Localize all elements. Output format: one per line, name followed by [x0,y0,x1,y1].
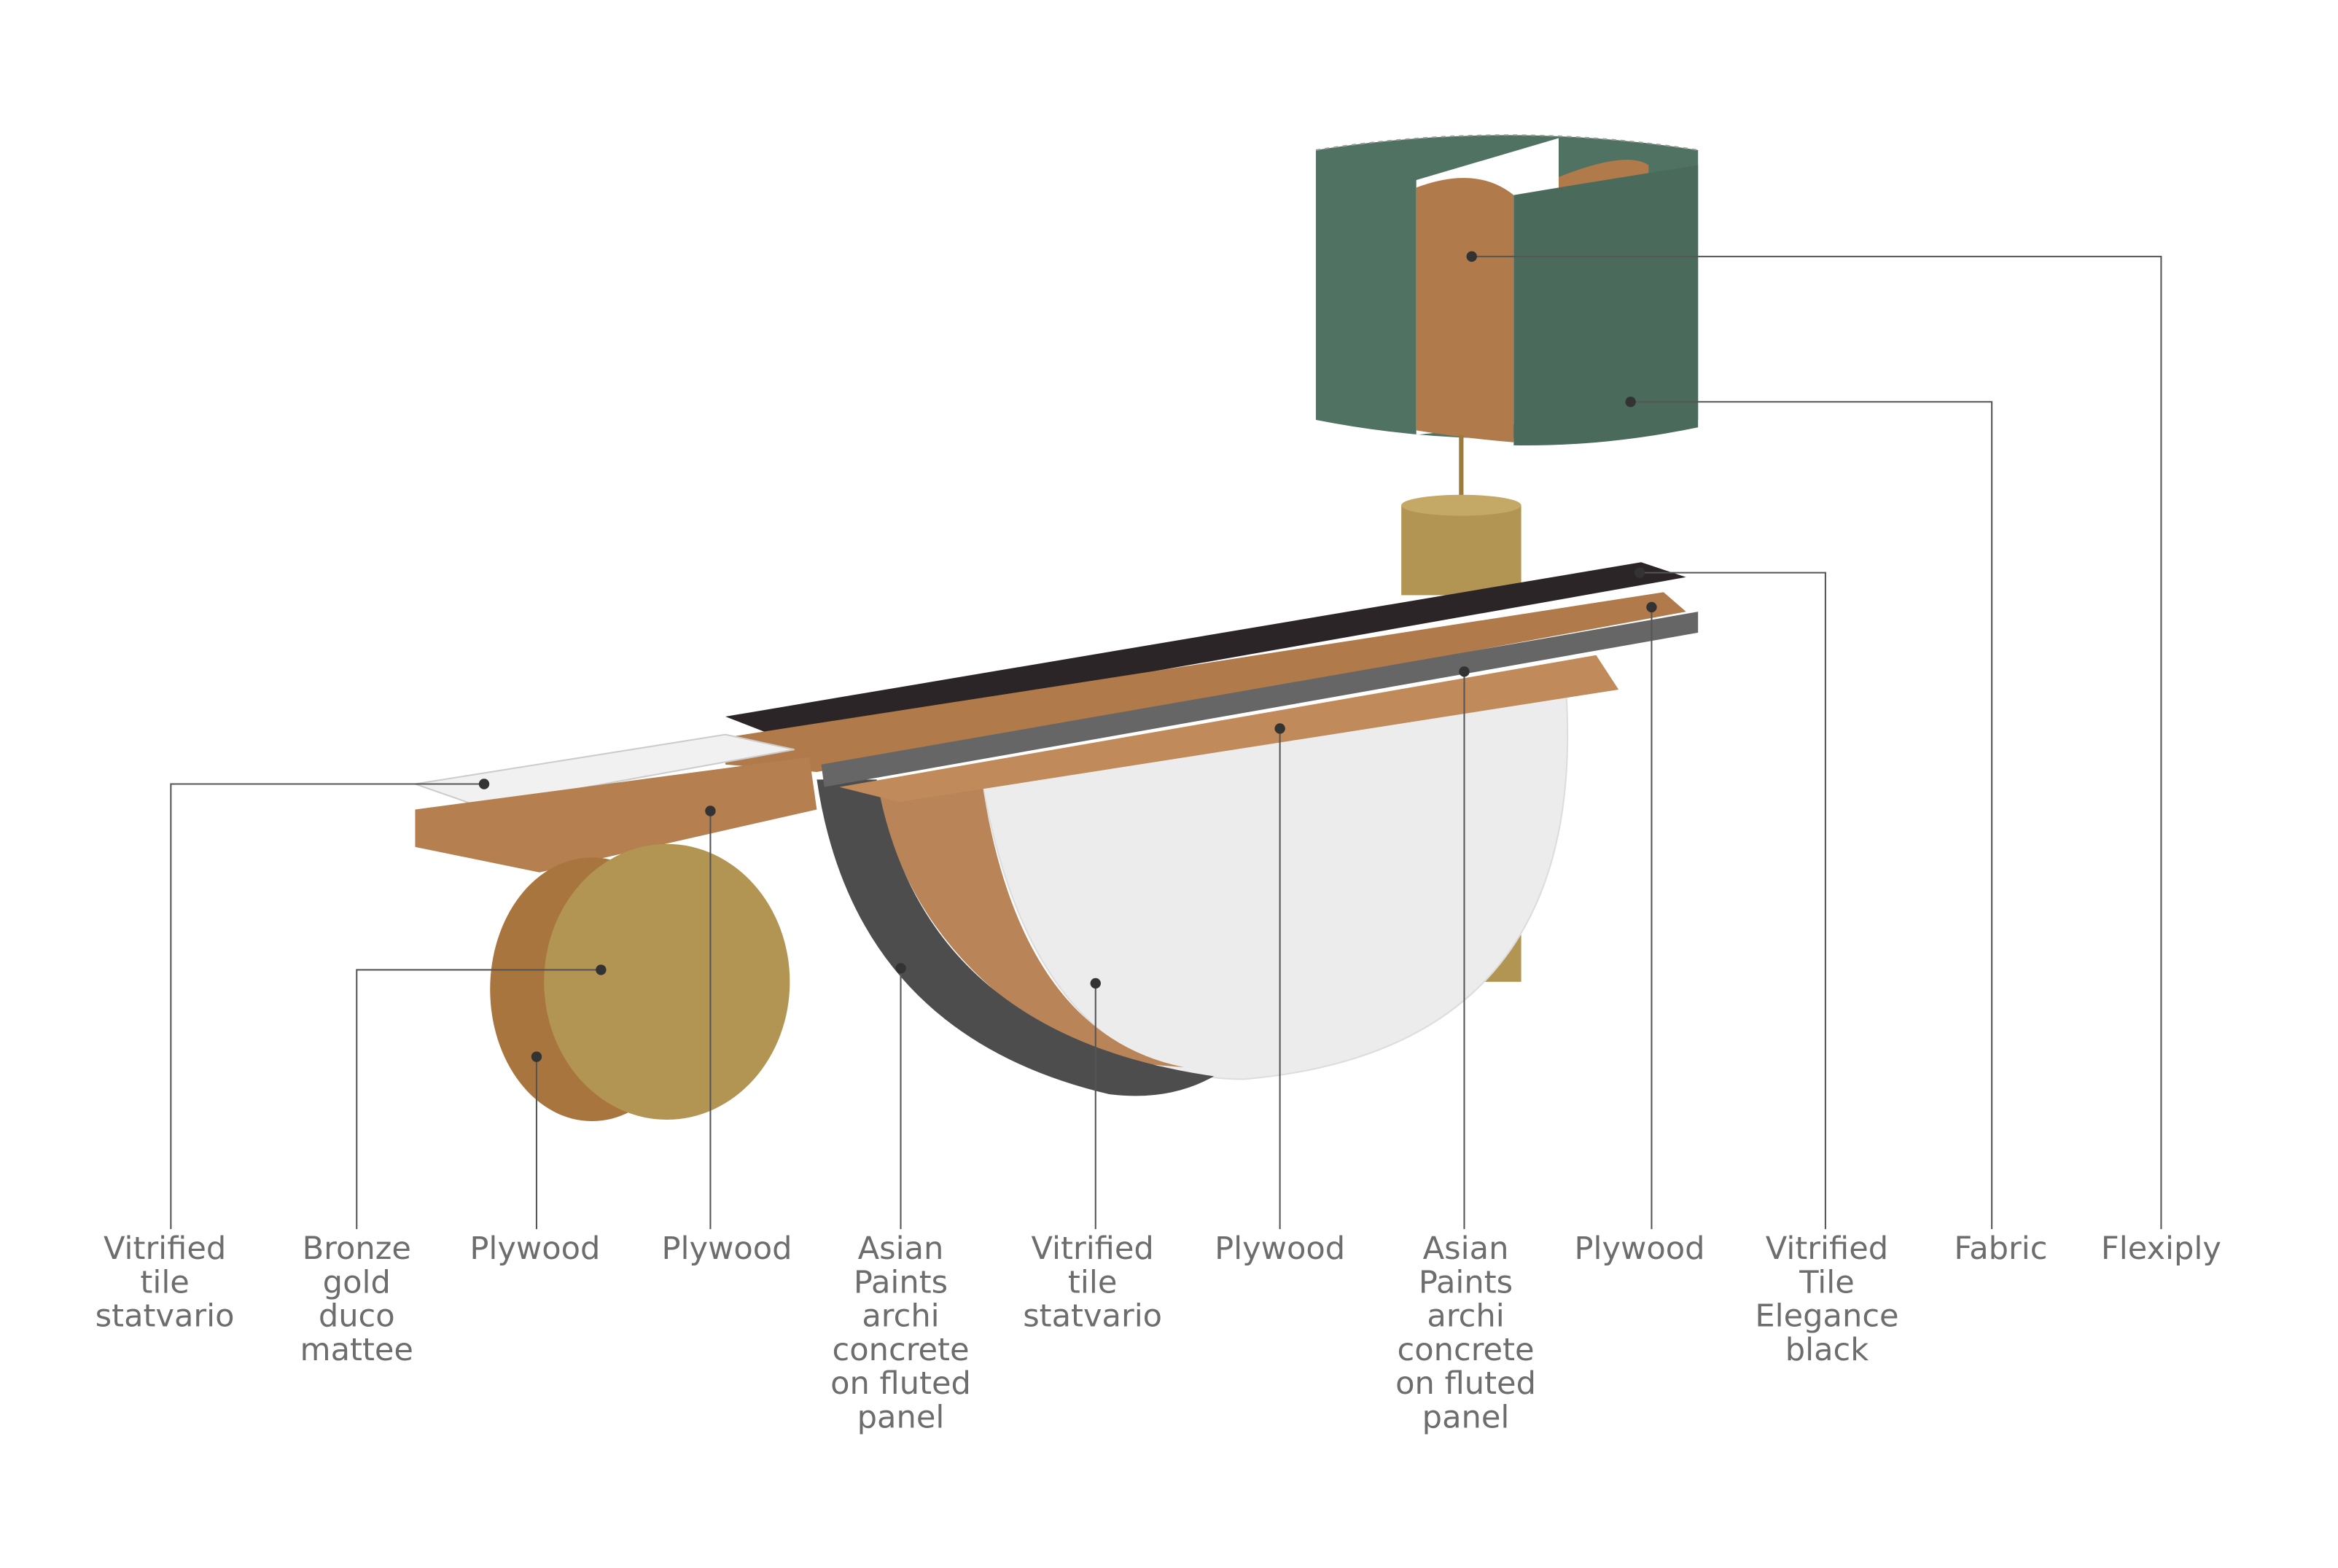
material-label-line: Flexiply [2101,1230,2221,1267]
material-label-line: Plywood [1574,1230,1704,1267]
gold-disc [490,843,790,1122]
material-label-line: black [1785,1332,1869,1368]
material-label-line: Plywood [469,1230,600,1267]
material-label: Plywood [1574,1230,1704,1267]
material-label-line: on fluted [1395,1365,1536,1402]
material-label-line: Vitrified [104,1230,226,1267]
material-label-line: Elegance [1755,1298,1898,1335]
material-label: Plywood [1215,1230,1345,1267]
material-label-line: Plywood [662,1230,792,1267]
material-label-line: Asian [1423,1230,1509,1267]
material-label-line: Tile [1799,1264,1855,1300]
material-label-line: tile [1068,1264,1117,1300]
material-label-line: Fabric [1954,1230,2047,1267]
plywood-beam-left [415,757,817,873]
material-label-line: panel [857,1399,945,1435]
material-label-line: Asian [858,1230,944,1267]
material-label: Flexiply [2101,1230,2221,1267]
material-label: Plywood [469,1230,600,1267]
black-tile-slab [725,562,1686,738]
white-tile-left [415,733,795,808]
material-label: Fabric [1954,1230,2047,1267]
material-label-line: archi [1427,1298,1504,1335]
material-label-line: Vitrified [1766,1230,1888,1267]
material-label-line: mattee [300,1332,413,1368]
material-label-line: concrete [1398,1332,1535,1368]
material-label-line: gold [323,1264,391,1300]
material-label-line: concrete [833,1332,970,1368]
gold-cylinder-upper [1401,494,1521,596]
material-label-line: Paints [854,1264,948,1300]
material-label-line: panel [1422,1399,1510,1435]
lamp-shade [1315,134,1699,446]
fluted-band [817,779,1215,1096]
plywood-slab-top [725,592,1686,773]
material-label-line: duco [319,1298,395,1335]
material-label: Plywood [662,1230,792,1267]
material-label-line: on fluted [830,1365,971,1402]
material-label-line: Paints [1419,1264,1513,1300]
plywood-arc [876,779,1185,1068]
material-label-line: Bronze [303,1230,411,1267]
furniture-illustration [415,134,1699,1122]
leader-lines [170,251,2162,1230]
material-label-line: statvario [96,1298,235,1335]
fluted-slab [821,612,1699,787]
plywood-beam-right [839,655,1619,803]
material-label-line: tile [140,1264,189,1300]
material-label-line: statvario [1023,1298,1162,1335]
material-label-line: Vitrified [1031,1230,1153,1267]
material-label-line: Plywood [1215,1230,1345,1267]
material-label-line: archi [862,1298,939,1335]
marble-semicircle [981,691,1569,1080]
